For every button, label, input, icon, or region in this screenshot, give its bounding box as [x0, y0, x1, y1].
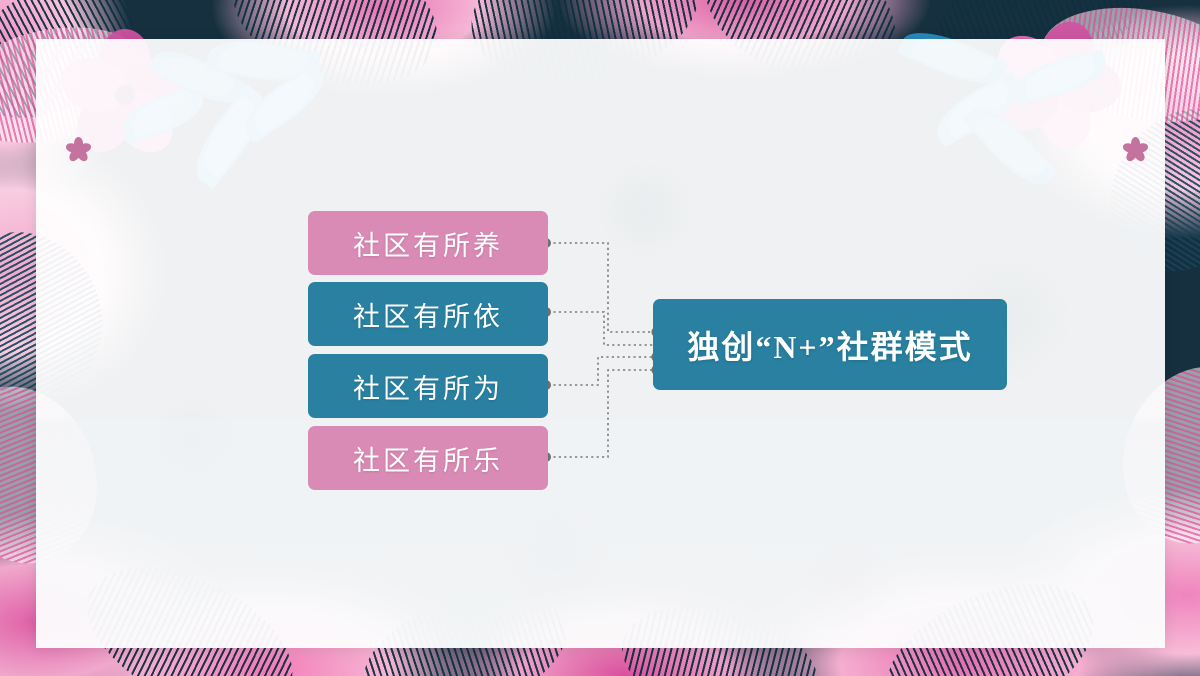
mini-flower-icon	[1121, 137, 1149, 164]
diagram-node-1-label: 社区有所养	[353, 230, 503, 261]
diagram-node-1[interactable]: 社区有所养	[308, 211, 548, 275]
diagram-node-4[interactable]: 社区有所乐	[308, 426, 548, 490]
diagram-node-4-label: 社区有所乐	[353, 445, 503, 476]
diagram-node-2-label: 社区有所依	[353, 301, 503, 332]
diagram-node-3-label: 社区有所为	[353, 373, 503, 404]
diagram-hub-node[interactable]: 独创“N+”社群模式	[653, 299, 1007, 390]
diagram-node-3[interactable]: 社区有所为	[308, 354, 548, 418]
mini-flower-icon	[64, 137, 92, 164]
diagram-node-2[interactable]: 社区有所依	[308, 282, 548, 346]
diagram-hub-label: 独创“N+”社群模式	[687, 328, 973, 365]
